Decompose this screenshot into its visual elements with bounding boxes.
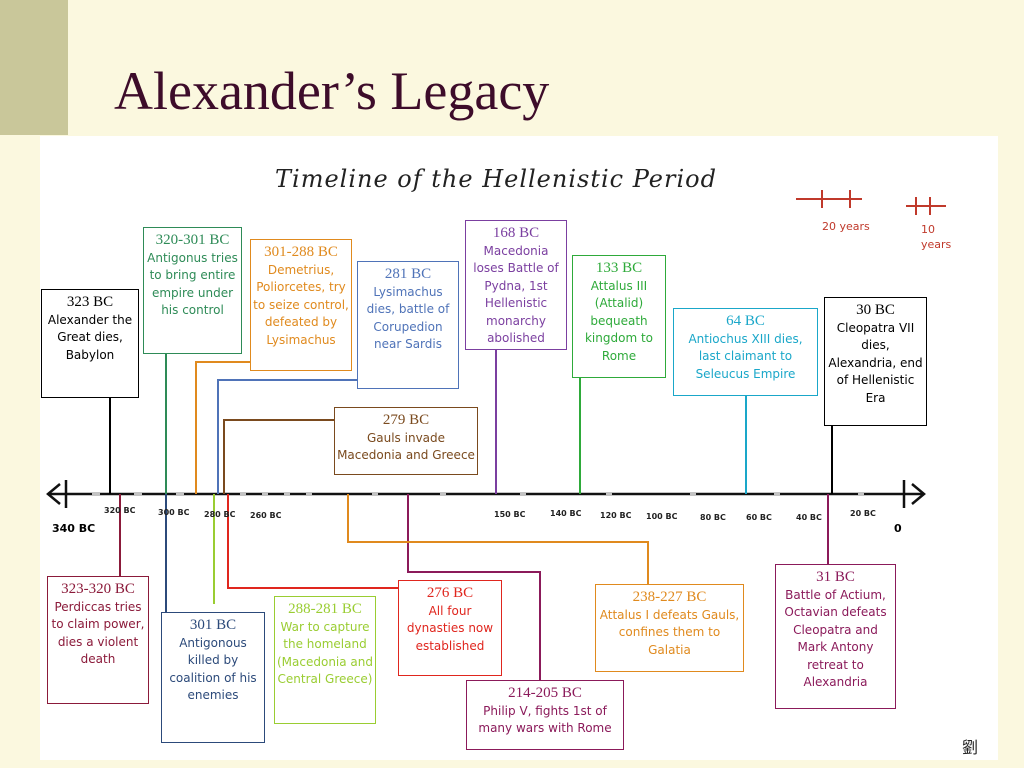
scale-20-years	[796, 190, 862, 208]
event-card: 323 BC Alexander the Great dies, Babylon	[41, 289, 139, 398]
connector-281bc	[217, 379, 357, 494]
event-text: War to capture the homeland (Macedonia a…	[277, 620, 374, 687]
axis-start-label: 340 BC	[52, 522, 96, 535]
event-text: Attalus I defeats Gauls, confines them t…	[599, 608, 740, 657]
event-text: Philip V, fights 1st of many wars with R…	[478, 704, 612, 736]
event-card: 279 BC Gauls invade Macedonia and Greece	[334, 407, 478, 475]
tick-label: 150 BC	[494, 510, 526, 519]
event-text: Battle of Actium, Octavian defeats Cleop…	[784, 588, 887, 689]
event-text: Alexander the Great dies, Babylon	[47, 313, 133, 362]
event-text: Attalus III (Attalid) bequeath kingdom t…	[584, 279, 653, 363]
event-card: 288-281 BC War to capture the homeland (…	[274, 596, 376, 724]
axis-end-label: 0	[894, 522, 902, 535]
scale-label-20-years: 20 years	[822, 220, 870, 233]
scale-10-years	[906, 197, 946, 215]
event-text: Antigonous killed by coalition of his en…	[169, 636, 257, 703]
event-text: Antigonus tries to bring entire empire u…	[147, 251, 238, 318]
event-card: 238-227 BC Attalus I defeats Gauls, conf…	[595, 584, 744, 672]
event-card: 276 BC All four dynasties now establishe…	[398, 580, 502, 676]
event-year: 301 BC	[189, 617, 237, 633]
event-year: 31 BC	[816, 569, 855, 585]
event-text: Demetrius, Poliorcetes, try to seize con…	[253, 263, 349, 347]
event-card: 281 BC Lysimachus dies, battle of Corupe…	[357, 261, 459, 389]
tick-label: 140 BC	[550, 509, 582, 518]
event-year: 281 BC	[384, 266, 432, 282]
event-card: 214-205 BC Philip V, fights 1st of many …	[466, 680, 624, 750]
connector-214-205bc	[407, 494, 541, 680]
event-card: 323-320 BC Perdiccas tries to claim powe…	[47, 576, 149, 704]
connector-276bc	[227, 494, 400, 589]
connector-279bc	[223, 419, 334, 494]
event-card: 30 BC Cleopatra VII dies, Alexandria, en…	[824, 297, 927, 426]
event-year: 323-320 BC	[61, 581, 135, 597]
event-text: Perdiccas tries to claim power, dies a v…	[51, 600, 145, 667]
tick-label: 80 BC	[700, 513, 726, 522]
tick-label: 20 BC	[850, 509, 876, 518]
event-card: 168 BC Macedonia loses Battle of Pydna, …	[465, 220, 567, 350]
axis-left-arrow	[46, 483, 61, 505]
author-seal: 劉	[962, 738, 979, 757]
event-text: Antiochus XIII dies, last claimant to Se…	[688, 332, 803, 381]
tick-label: 120 BC	[600, 511, 632, 520]
event-year: 214-205 BC	[508, 685, 582, 701]
event-card: 64 BC Antiochus XIII dies, last claimant…	[673, 308, 818, 396]
event-year: 301-288 BC	[264, 244, 338, 260]
scale-label-10-years: 10 years	[921, 223, 952, 252]
event-text: All four dynasties now established	[406, 604, 494, 653]
event-card: 31 BC Battle of Actium, Octavian defeats…	[775, 564, 896, 709]
tick-label: 300 BC	[158, 508, 190, 517]
slide-accent-bar	[0, 0, 68, 135]
tick-label: 280 BC	[204, 510, 236, 519]
event-text: Macedonia loses Battle of Pydna, 1st Hel…	[473, 244, 559, 345]
connector-238-227bc	[347, 494, 649, 584]
diagram-title: Timeline of the Hellenistic Period	[275, 165, 717, 193]
event-year: 238-227 BC	[632, 589, 707, 605]
event-year: 64 BC	[726, 313, 765, 329]
event-card: 301 BC Antigonous killed by coalition of…	[161, 612, 265, 743]
tick-label: 40 BC	[796, 513, 822, 522]
axis-right-arrow	[911, 483, 926, 505]
event-year: 320-301 BC	[155, 232, 230, 248]
event-text: Cleopatra VII dies, Alexandria, end of H…	[828, 321, 923, 405]
event-year: 276 BC	[426, 585, 474, 601]
event-year: 288-281 BC	[288, 601, 362, 617]
tick-label: 260 BC	[250, 511, 282, 520]
event-card: 320-301 BC Antigonus tries to bring enti…	[143, 227, 242, 354]
tick-label: 100 BC	[646, 512, 678, 521]
event-card: 133 BC Attalus III (Attalid) bequeath ki…	[572, 255, 666, 378]
event-year: 323 BC	[66, 294, 114, 310]
event-year: 30 BC	[856, 302, 895, 318]
event-year: 279 BC	[382, 412, 430, 428]
event-year: 168 BC	[492, 225, 540, 241]
event-card: 301-288 BC Demetrius, Poliorcetes, try t…	[250, 239, 352, 371]
slide-title: Alexander’s Legacy	[114, 61, 550, 121]
connector-301-288bc	[195, 361, 250, 494]
tick-label: 60 BC	[746, 513, 772, 522]
event-text: Lysimachus dies, battle of Corupedion ne…	[366, 285, 450, 352]
event-year: 133 BC	[595, 260, 643, 276]
tick-label: 320 BC	[104, 506, 136, 515]
event-text: Gauls invade Macedonia and Greece	[337, 431, 475, 463]
